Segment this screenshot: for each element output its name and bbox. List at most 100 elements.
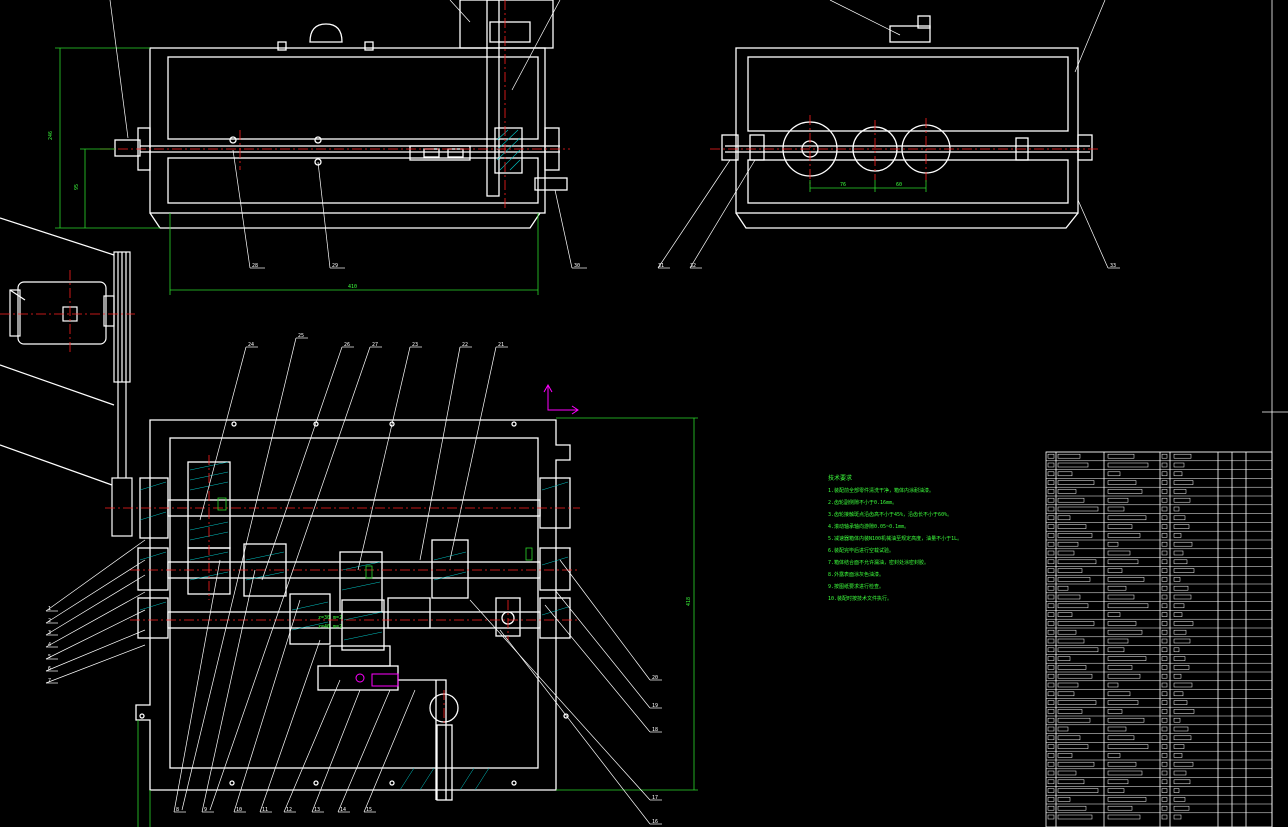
parts-cell-mark	[1057, 814, 1093, 820]
plan-markers	[355, 383, 579, 687]
front-view-bevel-gear	[494, 127, 523, 174]
parts-cell-mark	[1173, 453, 1192, 459]
callout-front-3: 30	[574, 263, 580, 269]
parts-cell-mark	[1173, 515, 1186, 521]
parts-cell-mark	[1057, 533, 1093, 538]
parts-cell-mark	[1107, 480, 1137, 485]
callout-plan-right-4: 17	[652, 795, 658, 801]
callout-plan-top-7: 21	[498, 342, 504, 348]
callout-plan-bottom-8: 15	[366, 807, 372, 813]
parts-cell-mark	[1161, 761, 1168, 767]
parts-cell-mark	[1057, 779, 1085, 785]
parts-cell-mark	[1107, 814, 1141, 820]
parts-cell-mark	[1107, 744, 1149, 749]
parts-cell-mark	[1057, 691, 1075, 697]
parts-cell-mark	[1173, 753, 1183, 758]
parts-cell-mark	[1173, 647, 1180, 653]
parts-cell-mark	[1173, 585, 1189, 591]
parts-cell-mark	[1107, 541, 1119, 547]
parts-cell-mark	[1107, 603, 1149, 609]
parts-cell-mark	[1107, 638, 1129, 644]
parts-cell-mark	[1107, 577, 1145, 582]
parts-cell-mark	[1057, 612, 1073, 617]
front-view-drain-plug	[534, 177, 568, 191]
parts-cell-mark	[1057, 717, 1091, 723]
callout-side-2: 32	[690, 263, 696, 269]
parts-cell-mark	[1057, 585, 1069, 591]
plan-inner-cavity	[169, 437, 539, 769]
parts-cell-mark	[1161, 585, 1168, 591]
callout-plan-left-3: 3	[48, 630, 51, 636]
note-4: 4.滚动轴承轴向游隙0.05~0.1mm。	[828, 523, 909, 530]
parts-cell-mark	[1173, 682, 1193, 688]
parts-cell-mark	[1173, 656, 1186, 661]
parts-cell-mark	[1173, 524, 1190, 529]
note-7: 7.箱体结合面不允许漏油，密封处涂密封胶。	[828, 559, 929, 566]
parts-cell-mark	[1107, 761, 1137, 767]
side-view-centerlines	[710, 115, 1100, 185]
parts-cell-mark	[1173, 550, 1184, 556]
parts-cell-mark	[1057, 709, 1083, 714]
parts-cell-mark	[1047, 453, 1055, 459]
side-view-breather	[889, 25, 931, 43]
parts-cell-mark	[1107, 533, 1141, 538]
parts-cell-mark	[1047, 541, 1055, 547]
parts-cell-mark	[1047, 717, 1055, 723]
parts-cell-mark	[1057, 621, 1095, 626]
parts-cell-mark	[1161, 665, 1168, 670]
parts-cell-mark	[1047, 665, 1055, 670]
parts-cell-mark	[1107, 717, 1145, 723]
plan-leaders-left	[45, 539, 146, 684]
note-8: 8.外露表面涂灰色油漆。	[828, 571, 884, 578]
parts-cell-mark	[1047, 673, 1055, 679]
parts-cell-mark	[1107, 462, 1149, 468]
note-10: 10.装配时按技术文件执行。	[828, 595, 892, 602]
front-view-hatching	[496, 129, 521, 171]
parts-cell-mark	[1057, 515, 1071, 521]
parts-cell-mark	[1161, 506, 1168, 512]
parts-cell-mark	[1057, 770, 1077, 776]
parts-cell-mark	[1161, 814, 1168, 820]
parts-cell-mark	[1047, 559, 1055, 565]
parts-cell-mark	[1173, 506, 1180, 512]
side-view-leaders	[657, 0, 1120, 269]
front-view-breather-cap	[309, 23, 343, 43]
parts-cell-mark	[1107, 550, 1131, 556]
parts-cell-mark	[1047, 515, 1055, 521]
parts-cell-mark	[1173, 577, 1181, 582]
parts-cell-mark	[1047, 744, 1055, 749]
parts-cell-mark	[1173, 744, 1185, 749]
parts-cell-mark	[1047, 797, 1055, 802]
parts-cell-mark	[1107, 770, 1143, 776]
parts-cell-mark	[1173, 805, 1190, 811]
parts-cell-mark	[1057, 797, 1071, 802]
callout-plan-top-3: 26	[344, 342, 350, 348]
parts-cell-mark	[1047, 497, 1055, 503]
parts-cell-mark	[1161, 797, 1168, 802]
parts-cell-mark	[1057, 656, 1071, 661]
parts-cell-mark	[1047, 489, 1055, 494]
note-2: 2.齿轮副侧隙不小于0.16mm。	[828, 499, 897, 506]
parts-cell-mark	[1161, 753, 1168, 758]
parts-cell-mark	[1047, 700, 1055, 705]
callout-plan-bottom-2: 9	[204, 807, 207, 813]
callout-plan-left-4: 4	[48, 642, 51, 648]
parts-cell-mark	[1161, 735, 1168, 741]
parts-cell-mark	[1107, 612, 1121, 617]
gear-label-1: z=30 m=2	[318, 615, 342, 621]
dim-plan-height: 418	[686, 597, 692, 606]
parts-cell-mark	[1047, 656, 1055, 661]
parts-cell-mark	[1047, 709, 1055, 714]
note-6: 6.装配完毕后进行空载试验。	[828, 547, 894, 554]
plan-gear-5	[431, 539, 469, 599]
callout-plan-top-1: 24	[248, 342, 254, 348]
plan-housing-outline	[135, 419, 571, 791]
parts-cell-mark	[1057, 524, 1087, 529]
parts-cell-mark	[1161, 770, 1168, 776]
parts-cell-mark	[1173, 735, 1192, 741]
motor-body	[17, 281, 107, 345]
callout-plan-right-1: 20	[652, 675, 658, 681]
parts-cell-mark	[1173, 462, 1185, 468]
parts-cell-mark	[1047, 814, 1055, 820]
callout-plan-right-5: 16	[652, 819, 658, 825]
